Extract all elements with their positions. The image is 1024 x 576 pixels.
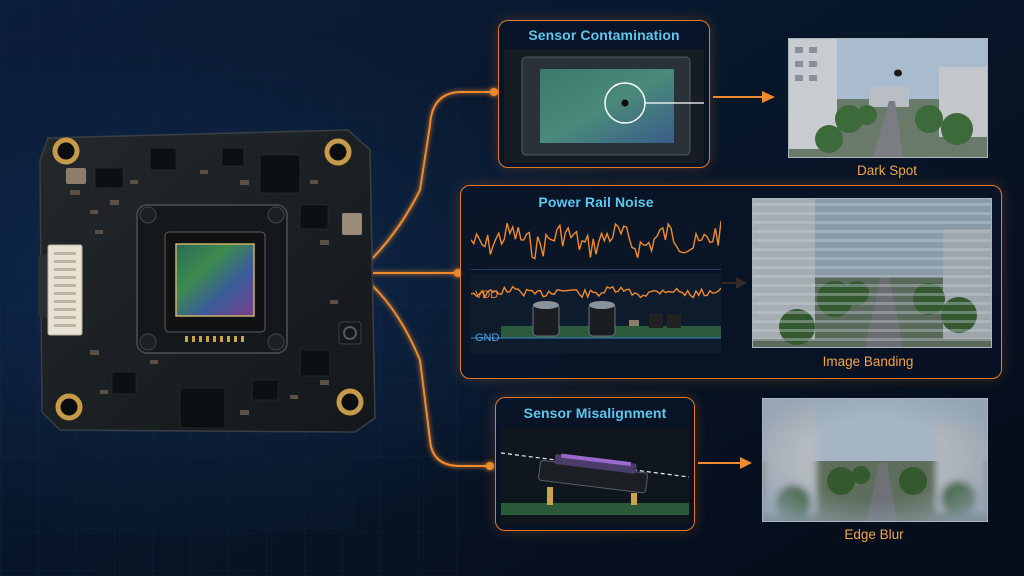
result-edge-blur-image: [762, 398, 988, 522]
panel-sensor-misalignment: Sensor Misalignment: [495, 397, 695, 531]
vdd-label: VDD: [475, 289, 499, 301]
result-image-banding-image: [752, 198, 992, 348]
gnd-label: GND: [475, 332, 500, 344]
rail-circuit: [471, 274, 721, 354]
noise-waveform: [471, 214, 721, 270]
panel-title: Sensor Contamination: [528, 27, 680, 43]
result-caption: Image Banding: [822, 354, 914, 369]
panel-title: Sensor Misalignment: [523, 405, 667, 421]
hub-node: [358, 268, 368, 278]
panel-sensor-contamination: Sensor Contamination: [498, 20, 710, 168]
panel-title: Power Rail Noise: [538, 194, 654, 210]
sensor-closeup: [504, 49, 704, 163]
tilted-sensor: [501, 427, 689, 525]
result-caption: Edge Blur: [844, 527, 904, 542]
result-dark-spot-image: [788, 38, 988, 158]
result-caption: Dark Spot: [856, 163, 918, 178]
